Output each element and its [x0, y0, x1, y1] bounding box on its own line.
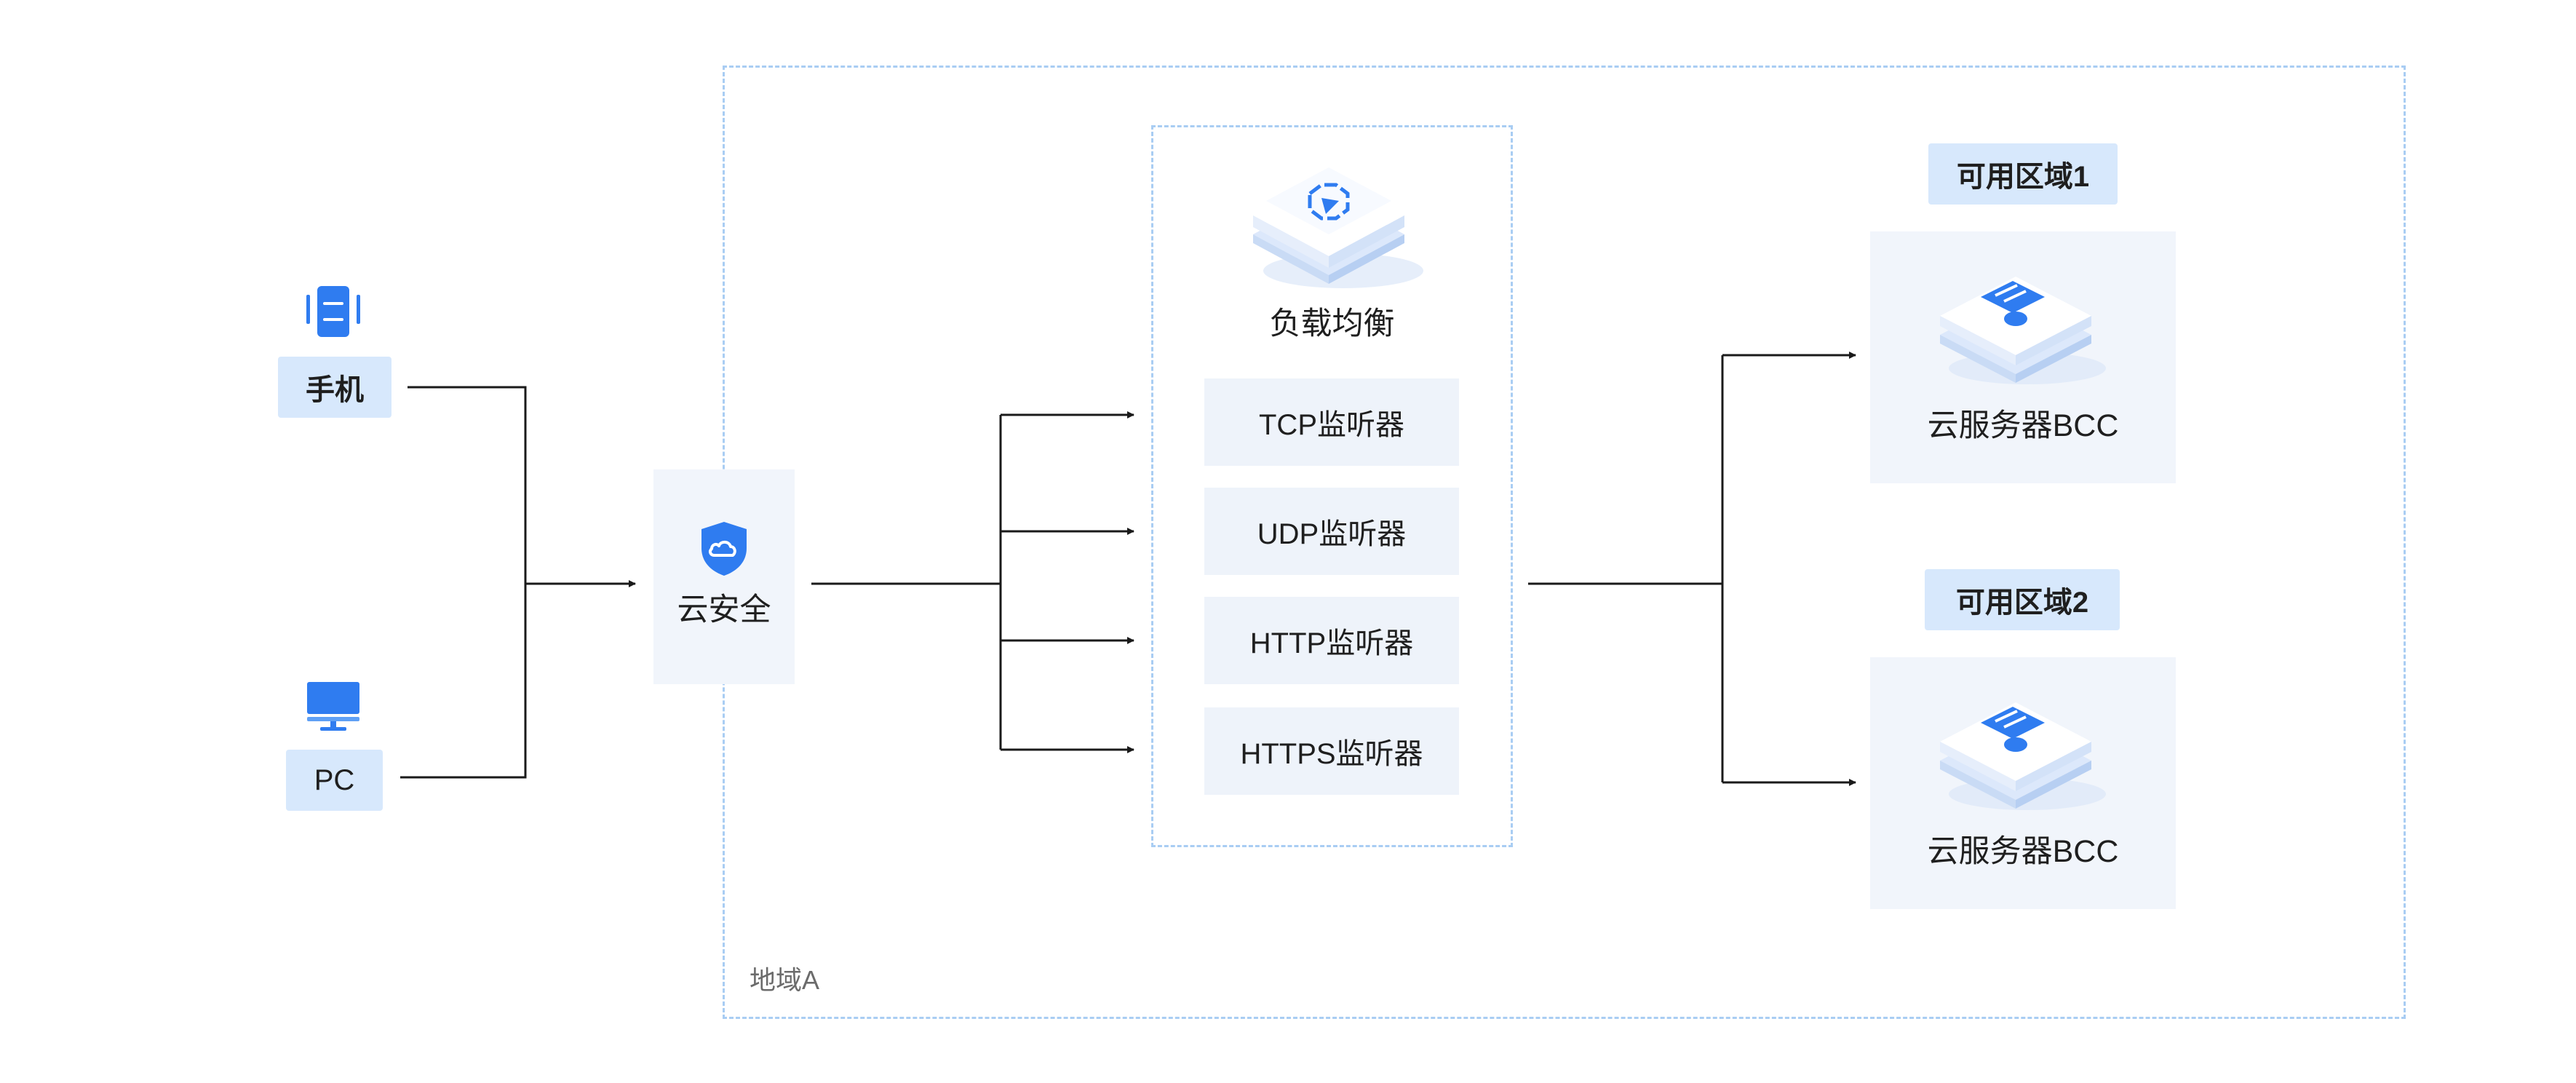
server-icon — [1940, 702, 2106, 810]
phone-icon-wrap — [304, 286, 362, 338]
zone-1-server-panel: 云服务器BCC — [1870, 231, 2176, 483]
zone-1-server-label: 云服务器BCC — [1927, 408, 2119, 443]
region-label: 地域A — [750, 965, 820, 995]
zone-2-server-label: 云服务器BCC — [1927, 834, 2119, 869]
listener-http: HTTP监听器 — [1204, 597, 1459, 684]
pc-label: PC — [286, 750, 383, 811]
cloud-security-label: 云安全 — [677, 592, 771, 627]
listener-https: HTTPS监听器 — [1204, 707, 1459, 795]
pc-icon-wrap — [304, 681, 362, 733]
phone-connector — [408, 386, 527, 584]
listener-udp: UDP监听器 — [1204, 488, 1459, 575]
load-balancer-icon — [1253, 167, 1423, 288]
load-balancer-icon-wrap — [1249, 162, 1423, 300]
zone-2-title: 可用区域2 — [1925, 569, 2120, 630]
load-balancer-label: 负载均衡 — [1269, 306, 1395, 341]
cloud-security-node: 云安全 — [653, 469, 795, 684]
phone-label: 手机 — [278, 357, 391, 418]
listener-tcp: TCP监听器 — [1204, 378, 1459, 466]
zone-1-title: 可用区域1 — [1928, 143, 2118, 205]
zone-2-server-panel: 云服务器BCC — [1870, 657, 2176, 909]
shield-cloud-icon — [701, 522, 747, 576]
desktop-monitor-icon — [307, 682, 359, 731]
mobile-phone-icon — [306, 286, 360, 337]
server-icon — [1940, 277, 2106, 384]
load-balancer-frame — [1151, 125, 1513, 847]
pc-connector — [400, 584, 527, 779]
